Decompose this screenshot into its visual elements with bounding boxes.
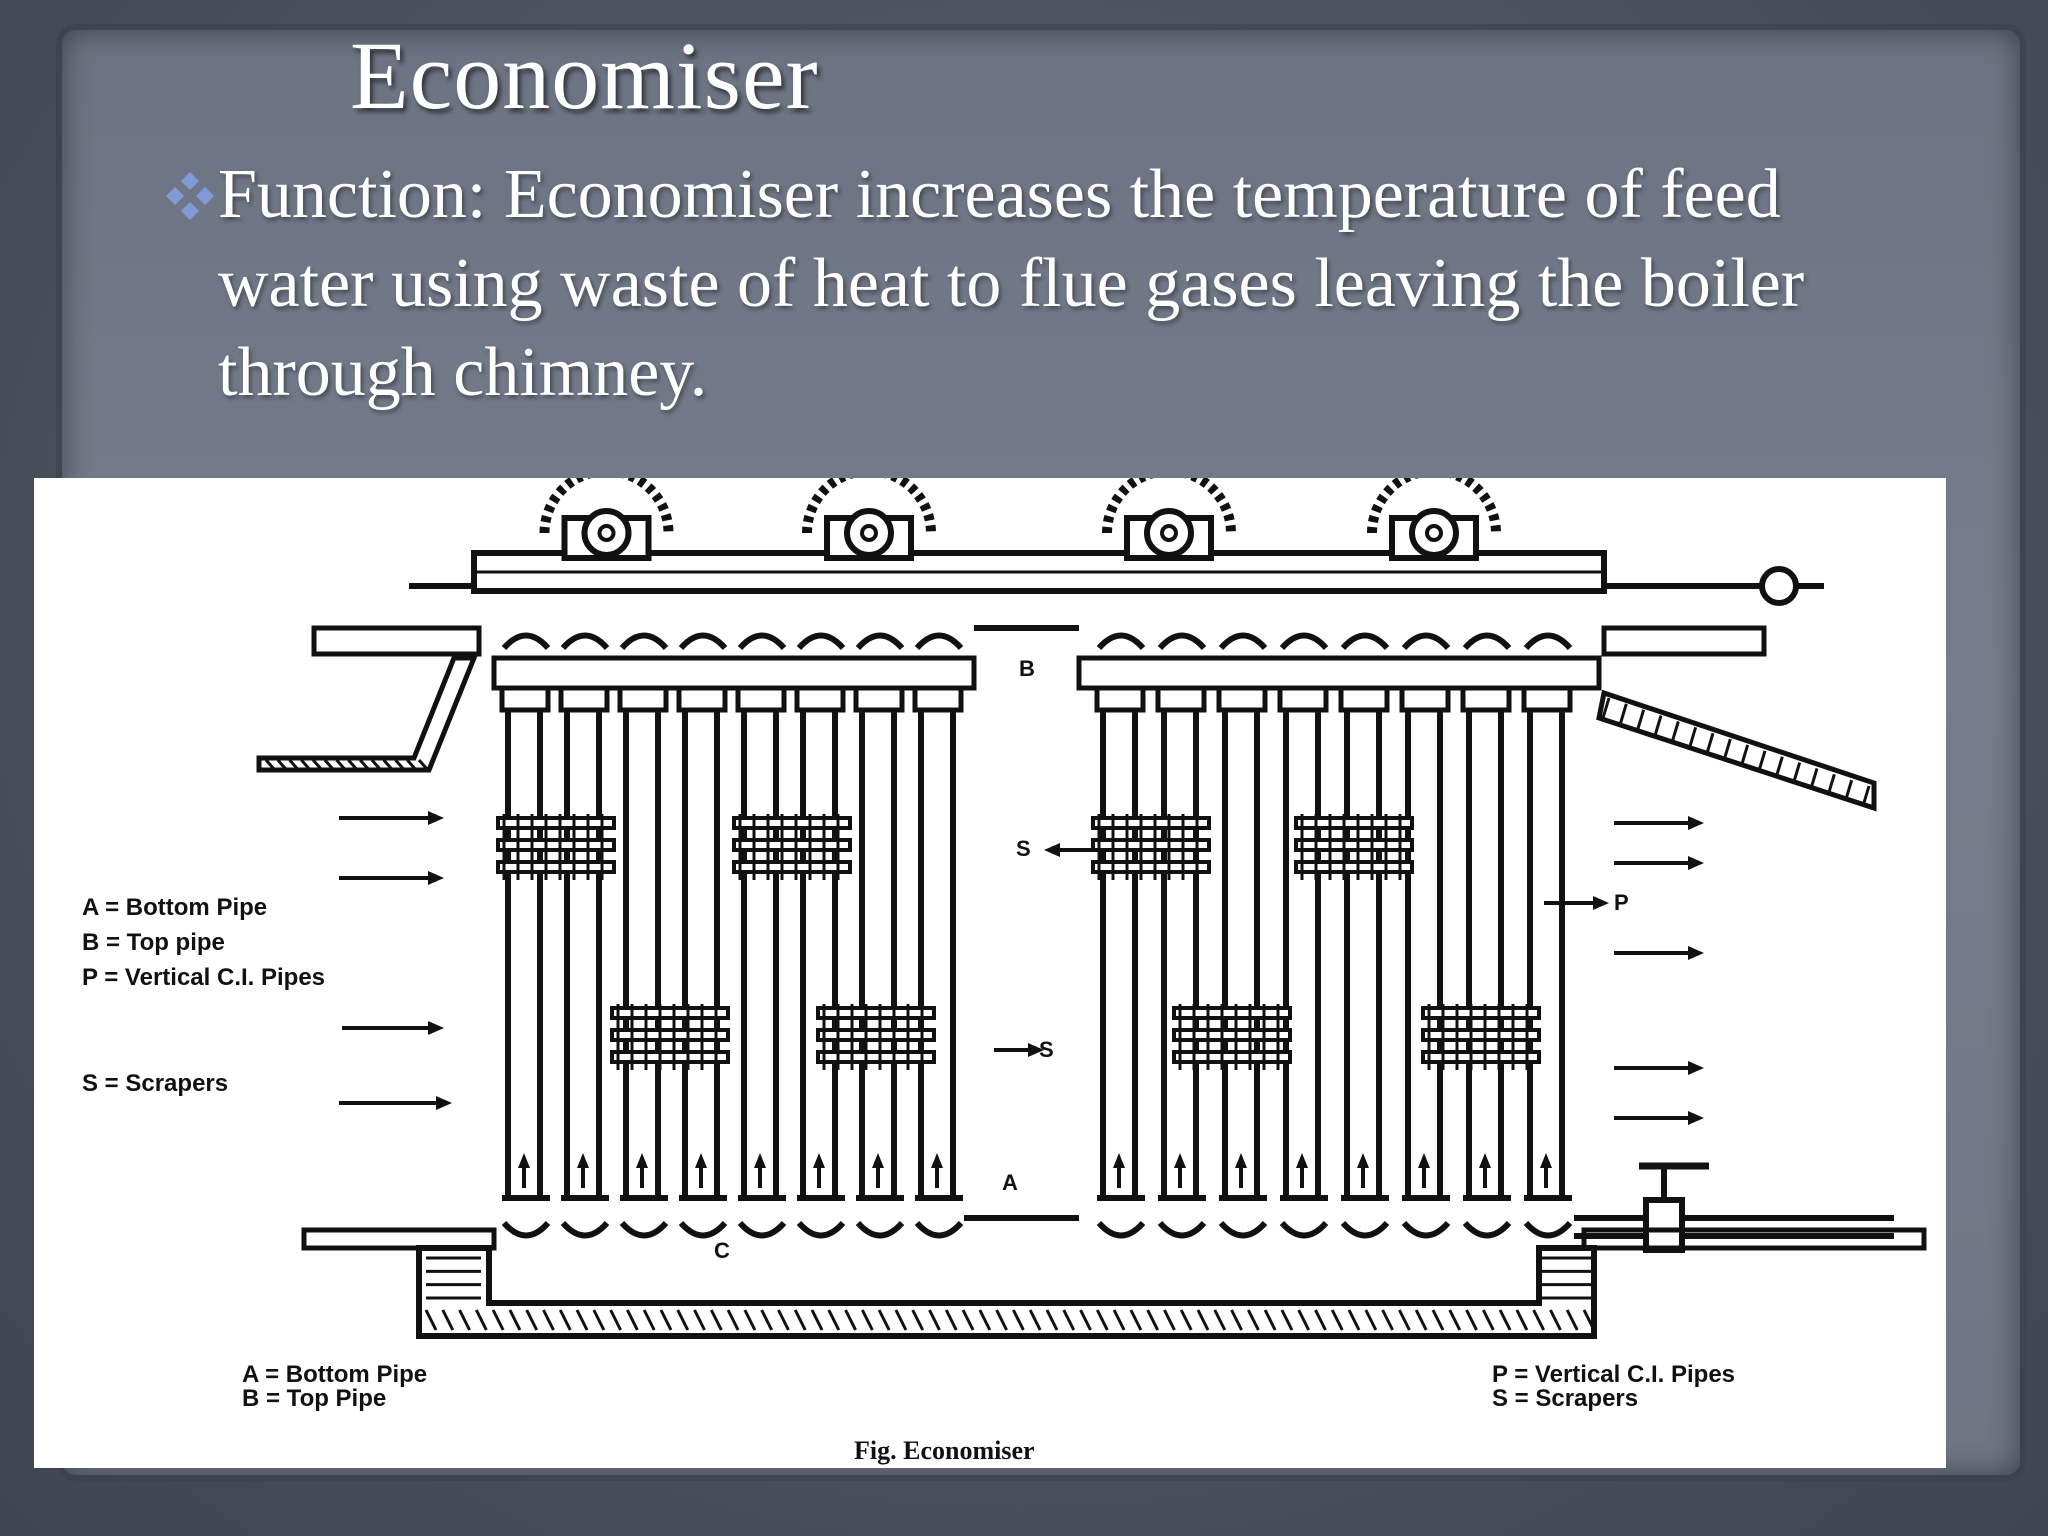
flue-gas-arrow	[339, 811, 444, 825]
pipe-head	[914, 632, 964, 651]
pipe-head	[737, 632, 787, 651]
scraper-drive-wheels	[539, 478, 1501, 561]
pipe-head	[619, 632, 669, 651]
flue-gas-arrow	[1614, 946, 1704, 960]
bottom-pipe-head	[560, 1220, 610, 1239]
marker-s-upper: S	[1016, 836, 1031, 861]
scraper-cluster	[732, 814, 852, 880]
bottom-legend-s: S = Scrapers	[1492, 1385, 1638, 1412]
pipe-head	[1279, 632, 1329, 651]
figure-caption: Fig. Economiser	[854, 1436, 1035, 1465]
inlet-valve	[1639, 1162, 1709, 1253]
pipe-head	[1340, 632, 1390, 651]
scraper-cluster	[1294, 814, 1414, 880]
flue-gas-arrow	[342, 1021, 444, 1035]
pipe-head	[796, 632, 846, 651]
scraper-wheel	[1102, 478, 1236, 561]
flue-gas-arrow	[1614, 1061, 1704, 1075]
scraper-cluster	[1091, 814, 1211, 880]
marker-p: P	[1614, 890, 1629, 915]
bottom-pipe-head	[1340, 1220, 1390, 1239]
scraper-wheel	[1367, 478, 1501, 561]
flue-gas-arrow	[1614, 856, 1704, 870]
right-hopper	[1596, 689, 1877, 812]
flue-gas-arrow	[1614, 816, 1704, 830]
economiser-diagram: B S S P A C A = Bottom Pipe B = Top pipe…	[82, 478, 1927, 1465]
foundation-pit	[301, 1227, 1927, 1339]
bottom-pipe-head	[1523, 1220, 1573, 1239]
bottom-pipe-head	[1462, 1220, 1512, 1239]
marker-s-lower: S	[1039, 1037, 1054, 1062]
bottom-pipe-head	[855, 1220, 905, 1239]
right-gauge	[1759, 566, 1799, 606]
bottom-pipe-head	[1279, 1220, 1329, 1239]
bottom-legend-a: A = Bottom Pipe	[242, 1361, 427, 1388]
bottom-legend-p: P = Vertical C.I. Pipes	[1492, 1361, 1735, 1388]
scraper-cluster	[496, 814, 616, 880]
flue-gas-arrow	[1614, 1111, 1704, 1125]
pipe-head	[501, 632, 551, 651]
right-side-pipe	[1601, 625, 1767, 657]
scrapers	[496, 814, 1541, 1070]
bottom-pipe-head	[501, 1220, 551, 1239]
upper-pipe-heads	[501, 632, 1573, 651]
scraper-cluster	[1172, 1004, 1292, 1070]
bottom-legend-b: B = Top Pipe	[242, 1385, 386, 1412]
scraper-cluster	[1421, 1004, 1541, 1070]
pipe-head	[1401, 632, 1451, 651]
pipe-head	[855, 632, 905, 651]
flue-gas-arrows	[339, 811, 1704, 1125]
vertical-ci-pipes	[499, 685, 1573, 1196]
slide-title: Economiser	[350, 22, 819, 129]
bottom-pipe-head	[914, 1220, 964, 1239]
bottom-pipe-head	[737, 1220, 787, 1239]
scraper-wheel	[539, 478, 674, 561]
flue-gas-arrow	[339, 1096, 452, 1110]
bottom-pipe-head	[1096, 1220, 1146, 1239]
pipe-head	[1096, 632, 1146, 651]
left-legend: A = Bottom Pipe B = Top pipe P = Vertica…	[82, 894, 325, 1097]
bottom-legend-left: A = Bottom Pipe B = Top Pipe	[242, 1361, 427, 1412]
left-hopper	[256, 655, 478, 773]
marker-b: B	[1019, 656, 1035, 681]
pipe-head	[1523, 632, 1573, 651]
scraper-cluster	[816, 1004, 936, 1070]
economiser-figure: B S S P A C A = Bottom Pipe B = Top pipe…	[34, 478, 1946, 1468]
bottom-legend-right: P = Vertical C.I. Pipes S = Scrapers	[1492, 1361, 1735, 1412]
bottom-pipe-head	[619, 1220, 669, 1239]
left-legend-a: A = Bottom Pipe	[82, 894, 267, 921]
bullet-item: Function: Economiser increases the tempe…	[162, 150, 1862, 417]
pipe-head	[1462, 632, 1512, 651]
diamond-bullet-icon	[166, 172, 214, 220]
flue-gas-arrow	[339, 871, 444, 885]
bullet-text: Function: Economiser increases the tempe…	[218, 156, 1805, 411]
pipe-head	[560, 632, 610, 651]
pipe-head	[1218, 632, 1268, 651]
left-legend-b: B = Top pipe	[82, 929, 225, 956]
left-legend-s: S = Scrapers	[82, 1070, 228, 1097]
bottom-pipe-head	[1401, 1220, 1451, 1239]
left-legend-p: P = Vertical C.I. Pipes	[82, 964, 325, 991]
scraper-cluster	[610, 1004, 730, 1070]
scraper-wheel	[802, 478, 936, 561]
bottom-pipe-head	[796, 1220, 846, 1239]
left-side-pipe	[311, 625, 482, 657]
bottom-pipe-head	[1157, 1220, 1207, 1239]
pipe-head	[1157, 632, 1207, 651]
marker-a: A	[1002, 1170, 1018, 1195]
pipe-head	[678, 632, 728, 651]
bottom-pipe-head	[678, 1220, 728, 1239]
marker-c: C	[714, 1238, 730, 1263]
bottom-pipe-head	[1218, 1220, 1268, 1239]
bottom-pipe-a-heads	[501, 1195, 1573, 1239]
